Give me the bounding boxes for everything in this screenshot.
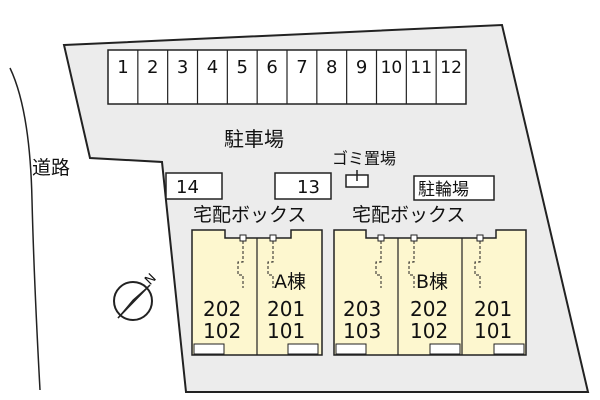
- road-label: 道路: [32, 157, 70, 179]
- garbage-label: ゴミ置場: [332, 149, 396, 168]
- road-edge-line: [9, 67, 41, 391]
- parking-space-6: 6: [266, 57, 277, 78]
- parking-space-8: 8: [326, 57, 337, 78]
- delivery-box-label-a: 宅配ボックス: [193, 204, 306, 226]
- parking-space-11: 11: [410, 58, 432, 78]
- bicycle-parking-label: 駐輪場: [418, 180, 469, 200]
- parking-space-14: [165, 172, 223, 200]
- parking-label: 駐車場: [224, 127, 284, 151]
- unit-b-102: 102: [410, 319, 448, 343]
- unit-b-103: 103: [343, 319, 381, 343]
- unit-b-101: 101: [474, 319, 512, 343]
- parking-space-13-label: 13: [297, 177, 320, 198]
- compass-icon: [113, 281, 153, 321]
- unit-a-202: 202: [203, 297, 241, 321]
- parking-space-1: 1: [117, 57, 128, 78]
- unit-b-203: 203: [343, 297, 381, 321]
- parking-space-7: 7: [296, 57, 307, 78]
- parking-space-4: 4: [207, 57, 218, 78]
- unit-b-201: 201: [474, 297, 512, 321]
- parking-space-10: 10: [381, 58, 403, 78]
- bicycle-parking-box: [413, 175, 495, 201]
- parking-space-14-label: 14: [176, 177, 199, 198]
- building-a: [191, 229, 323, 356]
- parking-space-13: [274, 172, 332, 200]
- parking-space-5: 5: [237, 57, 248, 78]
- parking-space-3: 3: [177, 57, 188, 78]
- building-a-name: A棟: [274, 271, 306, 293]
- building-b-name: B棟: [416, 271, 448, 293]
- parking-space-12: 12: [440, 58, 462, 78]
- unit-a-102: 102: [203, 319, 241, 343]
- unit-a-201: 201: [267, 297, 305, 321]
- building-b: [333, 229, 527, 356]
- unit-a-101: 101: [267, 319, 305, 343]
- unit-b-202: 202: [410, 297, 448, 321]
- parking-space-2: 2: [147, 57, 158, 78]
- parking-space-9: 9: [356, 57, 367, 78]
- delivery-box-label-b: 宅配ボックス: [352, 204, 465, 226]
